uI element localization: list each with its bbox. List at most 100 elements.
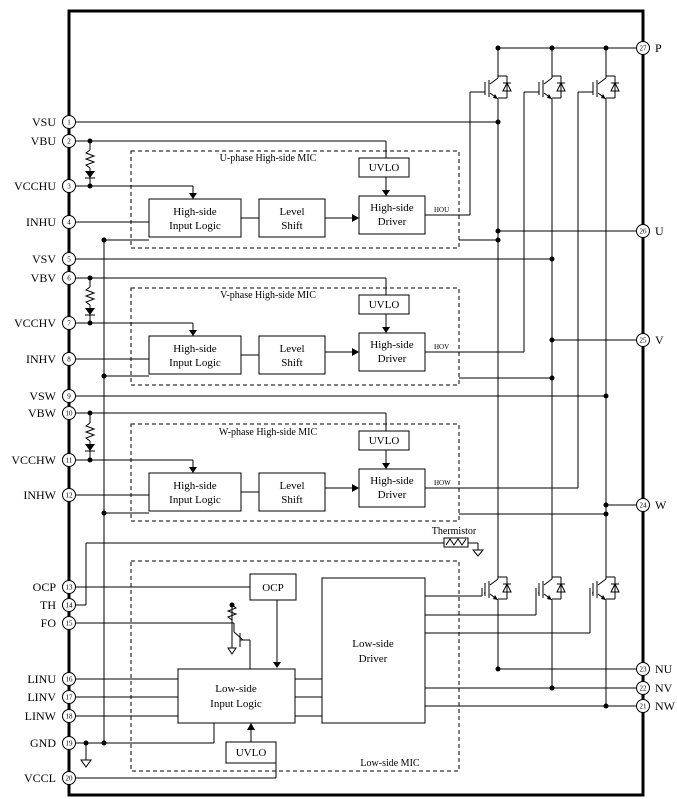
v-phase-high-side-mic: V-phase High-side MIC UVLO High-side Inp… xyxy=(130,287,524,386)
svg-text:21: 21 xyxy=(640,703,648,711)
svg-text:VCCL: VCCL xyxy=(24,771,56,785)
w-phase-high-side-mic: W-phase High-side MIC UVLO High-side Inp… xyxy=(130,423,578,522)
pin-gnd[interactable]: GND 19 xyxy=(30,736,76,750)
svg-text:VBU: VBU xyxy=(31,134,57,148)
u-mic-boundary xyxy=(130,150,460,249)
u-level-shift-l1: Level xyxy=(279,206,304,218)
pin-p[interactable]: 27 P xyxy=(636,41,663,55)
svg-text:12: 12 xyxy=(66,492,74,500)
svg-text:23: 23 xyxy=(640,666,648,674)
igbt-w-high xyxy=(592,70,620,100)
ls-mic-title: Low-side MIC xyxy=(360,758,419,769)
pin-vsw[interactable]: VSW 9 xyxy=(29,389,76,403)
v-uvlo: UVLO xyxy=(369,299,400,311)
v-hs-driver-l1: High-side xyxy=(370,339,414,351)
pin-w[interactable]: 24 W xyxy=(636,498,668,512)
igbt-group xyxy=(484,70,620,601)
svg-text:LINV: LINV xyxy=(27,690,56,704)
svg-text:W: W xyxy=(655,498,667,512)
svg-text:FO: FO xyxy=(41,616,57,630)
hou-label: HOU xyxy=(434,206,449,214)
svg-text:VSU: VSU xyxy=(32,115,56,129)
svg-text:24: 24 xyxy=(640,502,648,510)
low-side-mic: Low-side MIC OCP Low-side Input Logic Lo… xyxy=(130,560,460,772)
ground-icon xyxy=(80,759,92,768)
svg-text:19: 19 xyxy=(66,740,74,748)
svg-text:LINU: LINU xyxy=(27,672,56,686)
pin-vsu[interactable]: VSU 1 xyxy=(32,115,76,129)
pin-nv[interactable]: 22 NV xyxy=(636,681,673,695)
thermistor: Thermistor xyxy=(432,526,485,557)
svg-text:VBW: VBW xyxy=(28,406,57,420)
svg-text:25: 25 xyxy=(640,337,648,345)
svg-text:NU: NU xyxy=(655,662,673,676)
svg-text:8: 8 xyxy=(67,356,71,364)
ls-input-logic-l1: Low-side xyxy=(215,683,257,695)
svg-text:V: V xyxy=(655,333,664,347)
pin-v[interactable]: 25 V xyxy=(636,333,665,347)
hov-label: HOV xyxy=(434,343,449,351)
left-wiring xyxy=(75,121,606,779)
w-uvlo: UVLO xyxy=(369,435,400,447)
svg-text:U: U xyxy=(655,224,664,238)
u-mic-title: U-phase High-side MIC xyxy=(220,153,317,164)
pin-vccl[interactable]: VCCL 20 xyxy=(24,771,76,785)
bootstrap-diode-v xyxy=(84,286,96,316)
power-stage xyxy=(469,47,642,706)
u-hs-driver-l2: Driver xyxy=(378,216,407,228)
svg-text:6: 6 xyxy=(67,275,71,283)
svg-text:20: 20 xyxy=(66,775,74,783)
bootstrap-diode-w xyxy=(84,422,96,452)
svg-text:1: 1 xyxy=(67,119,71,127)
pin-inhw[interactable]: INHW 12 xyxy=(23,488,76,502)
svg-text:GND: GND xyxy=(30,736,56,750)
svg-text:22: 22 xyxy=(640,685,648,693)
u-level-shift-l2: Shift xyxy=(281,220,302,232)
v-mic-title: V-phase High-side MIC xyxy=(220,290,316,301)
v-hs-input-logic-l2: Input Logic xyxy=(169,357,221,369)
v-hs-driver-l2: Driver xyxy=(378,353,407,365)
svg-text:P: P xyxy=(655,41,662,55)
svg-text:27: 27 xyxy=(640,45,648,53)
svg-text:9: 9 xyxy=(67,393,71,401)
u-hs-driver-l1: High-side xyxy=(370,202,414,214)
pin-vbu[interactable]: VBU 2 xyxy=(31,134,76,148)
svg-text:INHW: INHW xyxy=(23,488,56,502)
svg-text:VSW: VSW xyxy=(29,389,56,403)
igbt-u-low xyxy=(484,571,512,601)
how-label: HOW xyxy=(434,479,451,487)
u-hs-input-logic-l2: Input Logic xyxy=(169,220,221,232)
svg-text:NV: NV xyxy=(655,681,673,695)
w-hs-input-logic-l2: Input Logic xyxy=(169,494,221,506)
ls-uvlo: UVLO xyxy=(236,747,267,759)
bootstrap-diode-u xyxy=(84,149,96,179)
pin-nu[interactable]: 23 NU xyxy=(636,662,673,676)
junctions xyxy=(83,45,609,746)
svg-text:4: 4 xyxy=(67,219,71,227)
svg-text:2: 2 xyxy=(67,138,71,146)
svg-text:11: 11 xyxy=(66,457,73,465)
svg-text:14: 14 xyxy=(66,602,74,610)
ocp-block: OCP xyxy=(262,582,283,594)
w-hs-driver-l1: High-side xyxy=(370,475,414,487)
u-uvlo: UVLO xyxy=(369,162,400,174)
v-level-shift-l1: Level xyxy=(279,343,304,355)
